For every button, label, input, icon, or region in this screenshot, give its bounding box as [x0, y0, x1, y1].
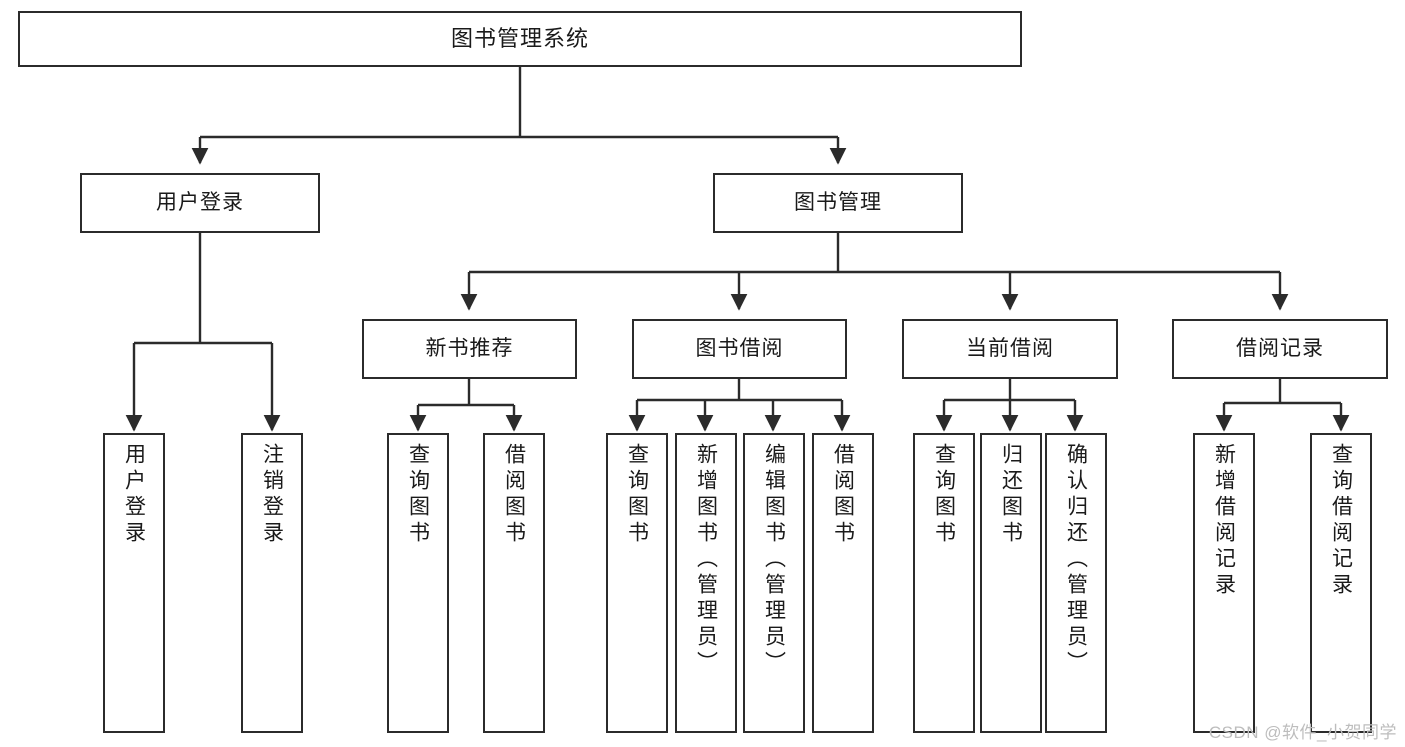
node-leaf-borrow-book-1-label: 借阅图书: [502, 443, 526, 547]
node-user-login-label: 用户登录: [156, 190, 244, 214]
node-leaf-add-book[interactable]: 新增图书（管理员）: [675, 433, 737, 733]
node-leaf-user-login[interactable]: 用户登录: [103, 433, 165, 733]
node-user-login[interactable]: 用户登录: [80, 173, 320, 233]
node-leaf-edit-book[interactable]: 编辑图书（管理员）: [743, 433, 805, 733]
node-leaf-query-book-3-label: 查询图书: [932, 443, 956, 547]
node-leaf-query-record[interactable]: 查询借阅记录: [1310, 433, 1372, 733]
node-book-manage[interactable]: 图书管理: [713, 173, 963, 233]
node-current-borrow-label: 当前借阅: [966, 336, 1054, 360]
node-leaf-edit-book-label: 编辑图书（管理员）: [762, 443, 786, 677]
node-new-book-recommend[interactable]: 新书推荐: [362, 319, 577, 379]
node-leaf-query-book-2[interactable]: 查询图书: [606, 433, 668, 733]
node-leaf-return-book-label: 归还图书: [999, 443, 1023, 547]
node-leaf-logout[interactable]: 注销登录: [241, 433, 303, 733]
node-leaf-query-book-2-label: 查询图书: [625, 443, 649, 547]
node-leaf-confirm-return[interactable]: 确认归还（管理员）: [1045, 433, 1107, 733]
node-book-borrow-label: 图书借阅: [695, 336, 784, 360]
node-root[interactable]: 图书管理系统: [18, 11, 1022, 67]
watermark: CSDN @软件_小贺同学: [1208, 723, 1397, 742]
node-leaf-user-login-label: 用户登录: [122, 443, 146, 547]
node-book-borrow[interactable]: 图书借阅: [632, 319, 847, 379]
node-leaf-logout-label: 注销登录: [260, 443, 284, 547]
node-leaf-confirm-return-label: 确认归还（管理员）: [1064, 443, 1088, 677]
node-current-borrow[interactable]: 当前借阅: [902, 319, 1118, 379]
node-leaf-add-book-label: 新增图书（管理员）: [694, 443, 718, 677]
node-leaf-borrow-book-1[interactable]: 借阅图书: [483, 433, 545, 733]
node-leaf-borrow-book-2-label: 借阅图书: [831, 443, 855, 547]
node-leaf-query-record-label: 查询借阅记录: [1329, 443, 1353, 599]
node-leaf-query-book-3[interactable]: 查询图书: [913, 433, 975, 733]
node-borrow-record-label: 借阅记录: [1236, 336, 1324, 360]
node-leaf-return-book[interactable]: 归还图书: [980, 433, 1042, 733]
node-leaf-add-record[interactable]: 新增借阅记录: [1193, 433, 1255, 733]
node-leaf-add-record-label: 新增借阅记录: [1212, 443, 1236, 599]
node-leaf-borrow-book-2[interactable]: 借阅图书: [812, 433, 874, 733]
node-root-label: 图书管理系统: [450, 26, 589, 52]
node-leaf-query-book-1[interactable]: 查询图书: [387, 433, 449, 733]
node-book-manage-label: 图书管理: [794, 190, 882, 214]
node-new-book-recommend-label: 新书推荐: [425, 336, 514, 360]
node-leaf-query-book-1-label: 查询图书: [406, 443, 430, 547]
node-borrow-record[interactable]: 借阅记录: [1172, 319, 1388, 379]
